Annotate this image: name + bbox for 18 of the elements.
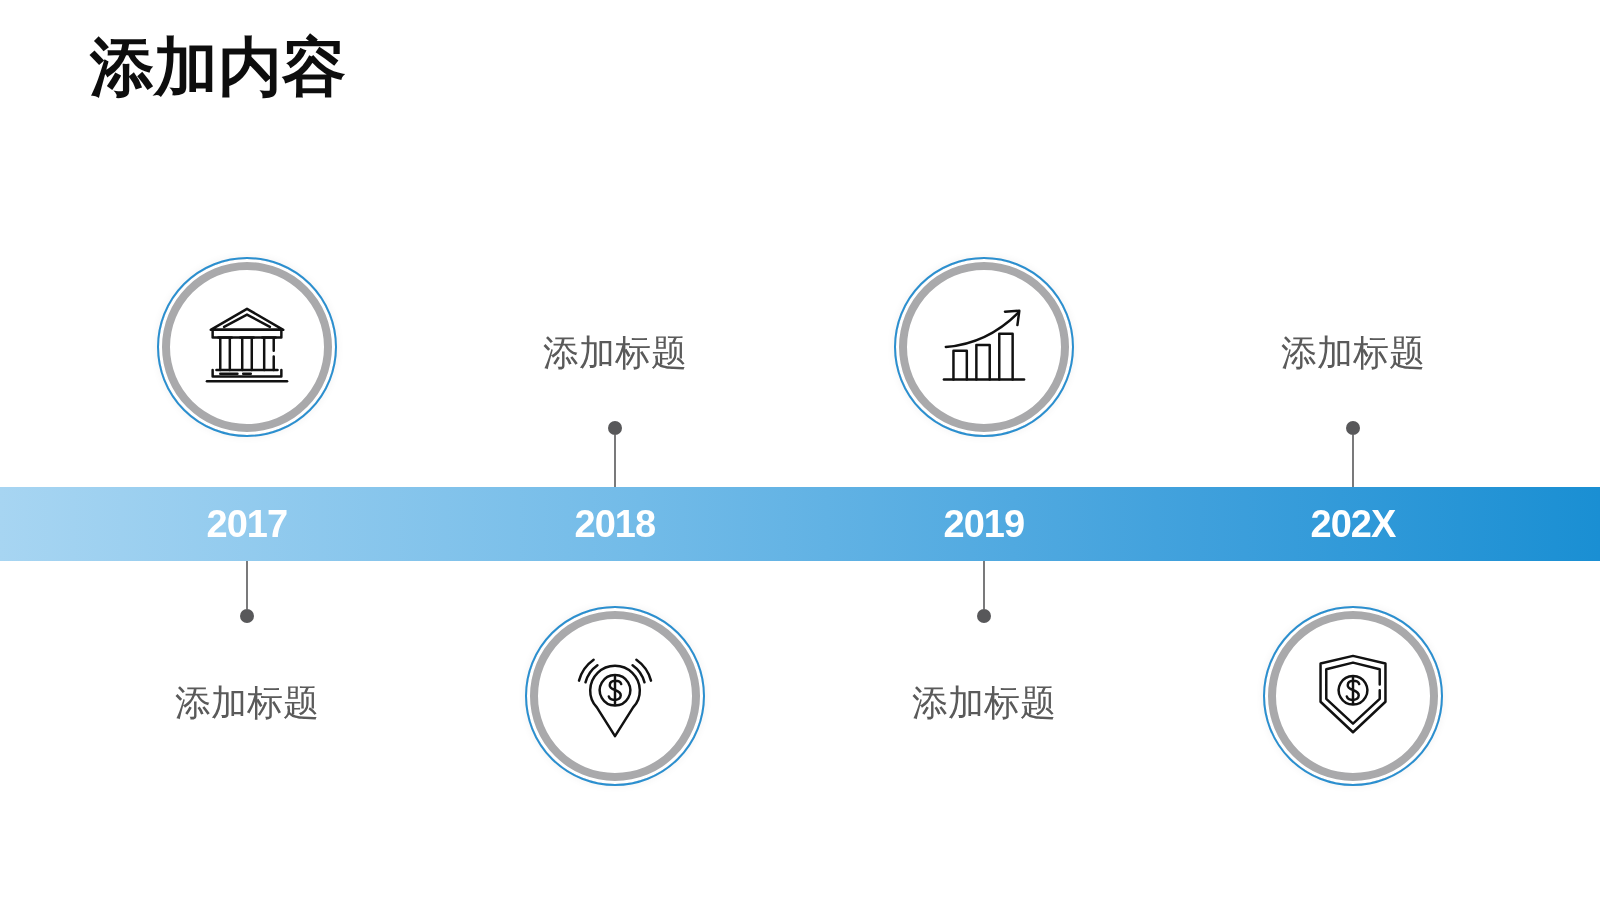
pin-dot <box>608 421 622 435</box>
timeline-band <box>0 487 1600 561</box>
connector-line <box>246 560 248 610</box>
connector-line <box>614 434 616 488</box>
connector-line <box>983 560 985 610</box>
milestone-title: 添加标题 <box>175 681 319 723</box>
year-label: 2017 <box>204 487 290 561</box>
year-label: 2019 <box>941 487 1027 561</box>
year-label: 2018 <box>572 487 658 561</box>
milestone-title: 添加标题 <box>543 331 687 373</box>
slide-title: 添加内容 <box>90 34 346 102</box>
pin-dot <box>1346 421 1360 435</box>
pin-dot <box>240 609 254 623</box>
connector-line <box>1352 434 1354 488</box>
pin-dot <box>977 609 991 623</box>
year-label: 202X <box>1308 487 1398 561</box>
milestone-title: 添加标题 <box>1281 331 1425 373</box>
milestone-title: 添加标题 <box>912 681 1056 723</box>
